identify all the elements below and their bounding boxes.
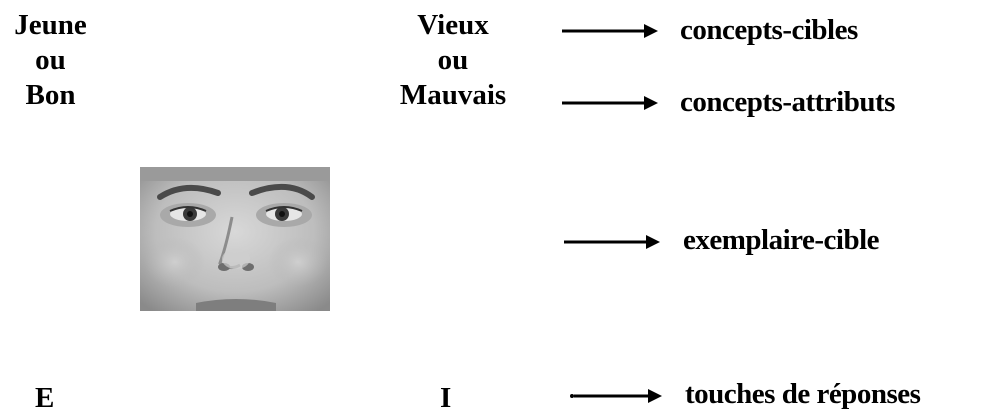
label-target-concepts: concepts-cibles bbox=[680, 14, 858, 46]
left-category-line3: Bon bbox=[25, 79, 76, 111]
right-category-line2: ou bbox=[437, 44, 469, 76]
right-category-line3: Mauvais bbox=[399, 79, 507, 111]
arrow-icon bbox=[560, 23, 660, 39]
face-stimulus-image bbox=[140, 167, 330, 311]
right-response-key: I bbox=[440, 382, 451, 414]
label-target-exemplar: exemplaire-cible bbox=[683, 224, 880, 256]
right-category: Vieux ou Mauvais bbox=[388, 8, 518, 113]
left-category-line1: Jeune bbox=[14, 9, 87, 41]
left-response-key: E bbox=[35, 382, 54, 414]
arrow-icon bbox=[562, 234, 662, 250]
arrow-icon bbox=[560, 95, 660, 111]
arrow-icon bbox=[564, 388, 664, 404]
left-category-line2: ou bbox=[35, 44, 66, 76]
label-response-keys: touches de réponses bbox=[685, 378, 921, 410]
right-category-line1: Vieux bbox=[417, 9, 489, 41]
left-category: Jeune ou Bon bbox=[8, 8, 93, 113]
label-attribute-concepts: concepts-attributs bbox=[680, 86, 895, 118]
